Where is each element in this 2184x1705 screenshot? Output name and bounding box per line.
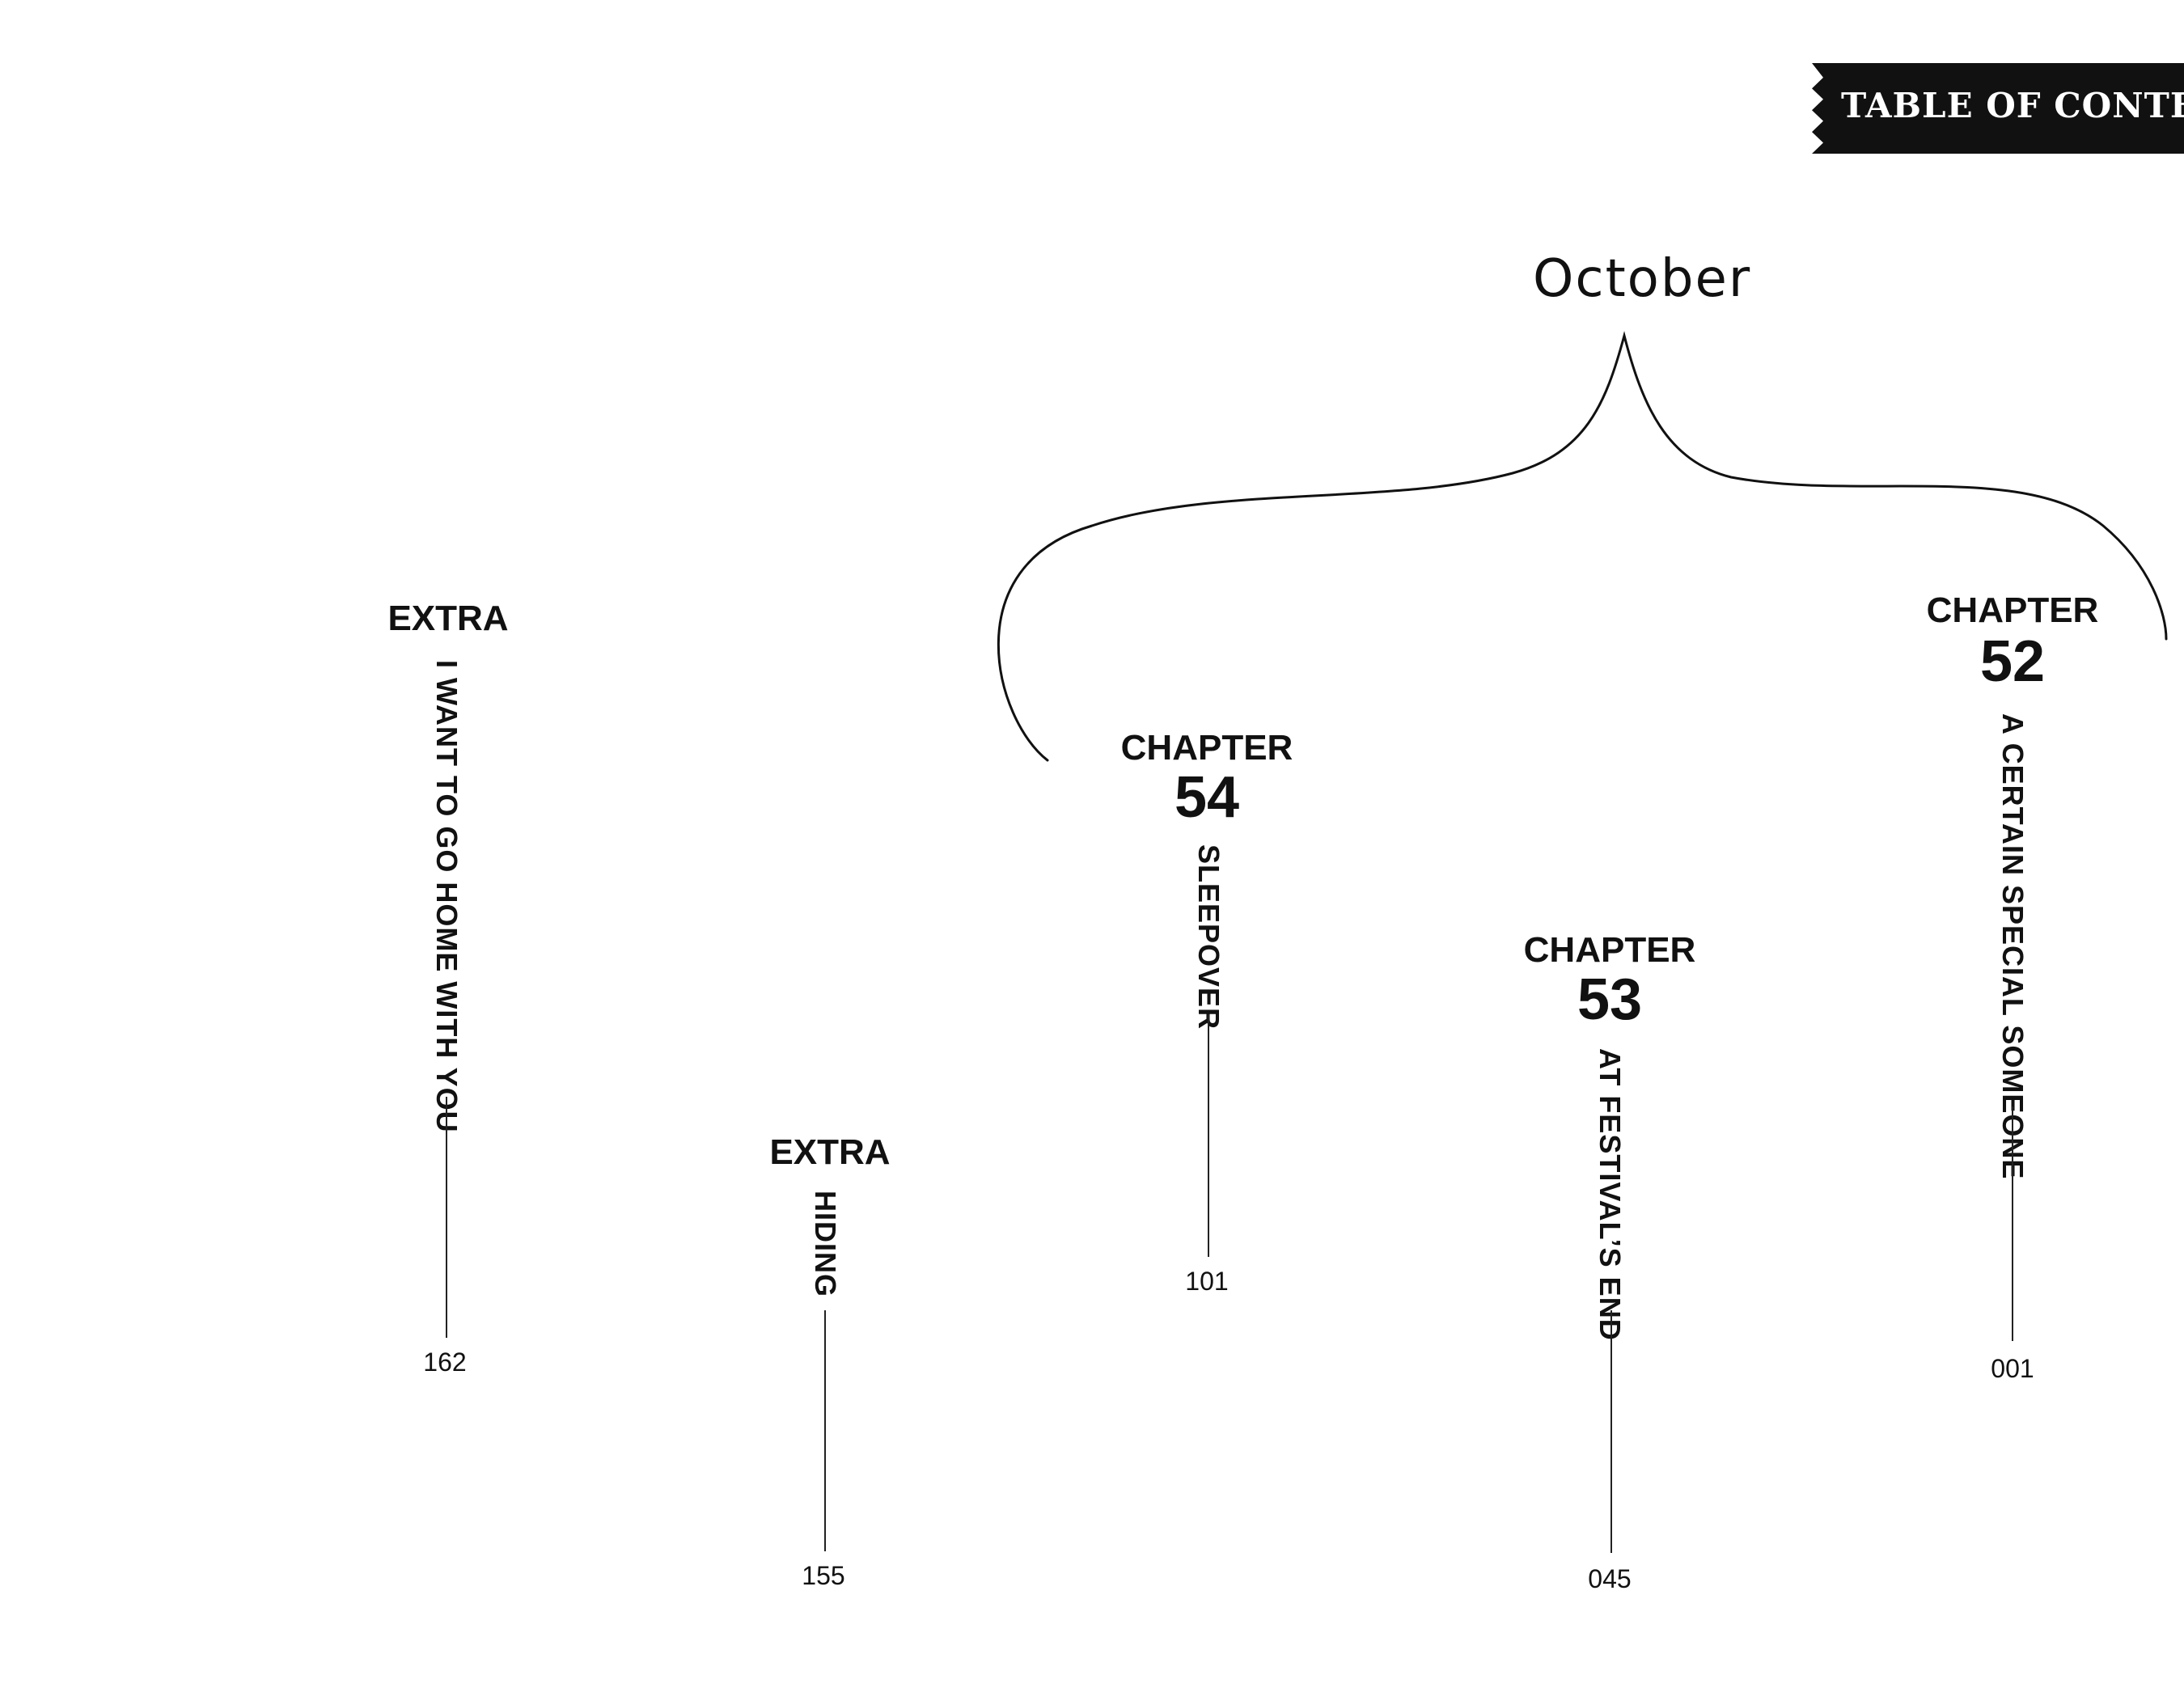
chapter-title: HIDING [809,1191,842,1297]
entry-kind: CHAPTER [1523,930,1696,970]
toc-banner-title: TABLE OF CONTENTS [1841,86,2184,125]
month-label: October [1533,249,1752,309]
leader-line [1208,1014,1209,1257]
chapter-number: 54 [1174,765,1240,830]
page-number: 045 [1588,1564,1632,1593]
entry-kind: EXTRA [387,599,509,638]
page-number: 162 [423,1348,467,1377]
page-number: 155 [802,1561,845,1590]
leader-line [1610,1310,1612,1553]
entry-kind: CHAPTER [1120,728,1293,768]
entry-kind: EXTRA [769,1132,891,1172]
chapter-title: A CERTAIN SPECIAL SOMEONE [1996,713,2030,1180]
chapter-title: AT FESTIVAL’S END [1594,1048,1627,1341]
chapter-number: 53 [1577,967,1643,1032]
chapter-number: 52 [1979,629,2046,694]
page-number: 001 [1991,1354,2034,1383]
month-brace-path [997,331,2168,762]
chapter-title: SLEEPOVER [1192,844,1225,1030]
chapter-title: I WANT TO GO HOME WITH YOU [430,660,463,1133]
leader-line [2012,1106,2013,1341]
leader-line [824,1310,826,1551]
entry-kind: CHAPTER [1926,590,2099,630]
page-number: 101 [1185,1267,1229,1296]
leader-line [446,1097,447,1338]
toc-banner: TABLE OF CONTENTS [1812,63,2184,154]
